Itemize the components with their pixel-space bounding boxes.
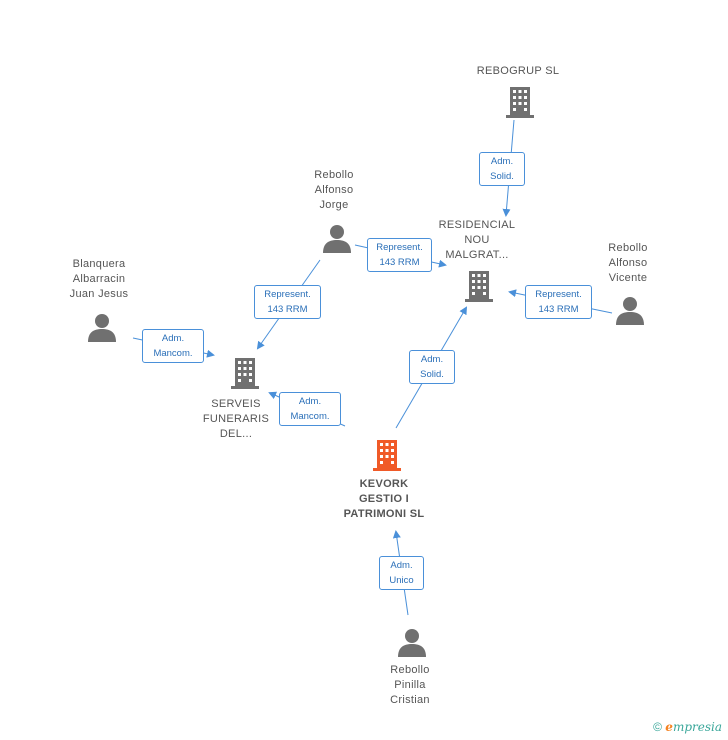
rebollo-jorge-label-line: Jorge [319,199,349,211]
edge-label-jorge-residencial[interactable]: Represent. 143 RRM [367,238,432,272]
edge-label-line: Solid. [420,369,444,380]
kevork-label-line: GESTIO I [358,493,410,505]
serveis-label[interactable]: SERVEIS FUNERARIS DEL... [171,397,301,442]
copyright-icon: © [653,720,662,734]
edge-label-rebogrup-residencial[interactable]: Adm. Solid. [479,152,525,186]
edge-label-line: Mancom. [153,348,193,359]
rebollo-jorge-person-icon[interactable] [322,223,352,253]
edge-label-line: 143 RRM [379,257,420,268]
rebollo-cristian-label-line: Pinilla [394,679,426,691]
residencial-label[interactable]: RESIDENCIAL NOU MALGRAT... [412,218,542,263]
serveis-building-icon[interactable] [229,356,261,390]
edge-label-line: Solid. [490,171,514,182]
logo-e: e [665,720,673,734]
kevork-label-line: PATRIMONI SL [343,508,425,520]
residencial-building-icon[interactable] [463,269,495,303]
edge-label-line: Represent. [535,289,582,300]
blanquera-label-line: Albarracin [72,273,126,285]
edge-label-line: Represent. [376,242,423,253]
rebollo-jorge-label[interactable]: Rebollo Alfonso Jorge [269,168,399,213]
serveis-label-line: SERVEIS [211,398,261,410]
logo-rest: mpresia [672,720,722,734]
blanquera-label-line: Blanquera [72,258,126,270]
rebollo-jorge-label-line: Rebollo [314,169,354,181]
rebollo-vicente-label-line: Alfonso [608,257,648,269]
edge-label-line: 143 RRM [538,304,579,315]
residencial-label-line: RESIDENCIAL [438,219,516,231]
edge-label-kevork-residencial[interactable]: Adm. Solid. [409,350,455,384]
edge-label-line: Adm. [490,156,514,167]
edge-label-line: 143 RRM [267,304,308,315]
blanquera-label-line: Juan Jesus [69,288,129,300]
edge-label-line: Adm. [298,396,322,407]
footer-brand[interactable]: © empresia [653,720,722,734]
edge-label-line: Represent. [264,289,311,300]
edge-label-line: Adm. [390,560,413,571]
rebogrup-building-icon[interactable] [504,85,536,119]
blanquera-person-icon[interactable] [87,312,117,342]
rebollo-cristian-person-icon[interactable] [397,627,427,657]
rebollo-cristian-label-line: Rebollo [390,664,430,676]
empresia-logo: empresia [665,720,722,734]
edge-label-vicente-residencial[interactable]: Represent. 143 RRM [525,285,592,319]
kevork-label[interactable]: KEVORK GESTIO I PATRIMONI SL [319,477,449,522]
rebogrup-label-text: REBOGRUP SL [476,65,560,77]
edge-label-kevork-serveis[interactable]: Adm. Mancom. [279,392,341,426]
residencial-label-line: NOU [464,234,490,246]
rebollo-vicente-label[interactable]: Rebollo Alfonso Vicente [563,241,693,286]
edge-label-line: Adm. [420,354,444,365]
edge-label-jorge-serveis[interactable]: Represent. 143 RRM [254,285,321,319]
edge-label-line: Unico [389,575,414,586]
edge-label-cristian-kevork[interactable]: Adm. Unico [379,556,424,590]
edge-label-line: Mancom. [290,411,330,422]
rebollo-vicente-label-line: Rebollo [608,242,648,254]
rebollo-vicente-label-line: Vicente [608,272,648,284]
edge-label-blanquera-serveis[interactable]: Adm. Mancom. [142,329,204,363]
edge-label-line: Adm. [161,333,185,344]
blanquera-label[interactable]: Blanquera Albarracin Juan Jesus [34,257,164,302]
rebollo-cristian-label[interactable]: Rebollo Pinilla Cristian [345,663,475,708]
kevork-label-line: KEVORK [359,478,409,490]
residencial-label-line: MALGRAT... [445,249,509,261]
serveis-label-line: DEL... [219,428,253,440]
kevork-building-icon[interactable] [371,438,403,472]
rebollo-cristian-label-line: Cristian [390,694,430,706]
rebollo-jorge-label-line: Alfonso [314,184,354,196]
serveis-label-line: FUNERARIS [202,413,270,425]
rebollo-vicente-person-icon[interactable] [615,295,645,325]
rebogrup-label[interactable]: REBOGRUP SL [453,64,583,79]
